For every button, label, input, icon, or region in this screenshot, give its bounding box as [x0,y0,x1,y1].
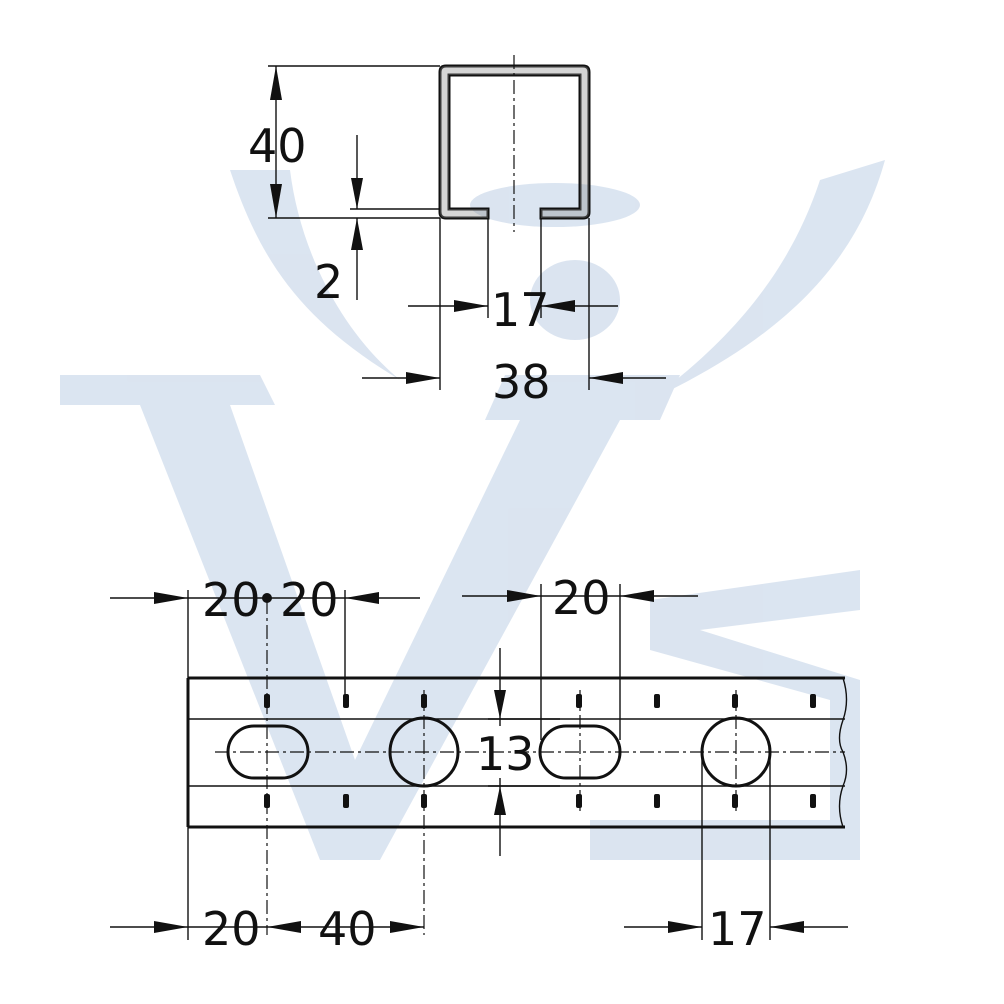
top-slot [654,694,660,708]
diameter-arrow-right [770,921,804,933]
width-arrow-right [589,372,623,384]
bottom-arrow-mid [267,921,301,933]
hole-diameter-label: 17 [708,902,767,956]
top-slot [343,694,349,708]
width-label: 38 [492,355,551,409]
height-arrow-bottom [270,184,282,218]
wall-arrow-top [351,178,363,209]
bottom-arrow-right [390,921,424,933]
bottom-slot [732,794,738,808]
bottom-spacing-label: 40 [318,902,377,956]
top-arrow-left [154,592,188,604]
top-dot [262,593,272,603]
wall-arrow-bottom [351,218,363,250]
width-arrow-left [406,372,440,384]
slot-arrow-left [454,300,488,312]
top-right-arrow-right [620,590,654,602]
watermark-logo [60,160,885,860]
profile-outline [438,64,591,220]
top-pitch-label: 20 [280,573,339,627]
hole-height-arrow-bottom [494,786,506,815]
bottom-slot [654,794,660,808]
hole-height-label: 13 [476,727,535,781]
top-slot [732,694,738,708]
bottom-arrow-left [154,921,188,933]
hole-height-arrow-top [494,690,506,719]
top-arrow-right [345,592,379,604]
slot-width-label: 17 [491,283,550,337]
top-right-pitch-label: 20 [552,571,611,625]
diameter-arrow-left [668,921,702,933]
profile-cross-section: 40 2 17 38 [248,55,666,409]
top-slot [576,694,582,708]
bottom-slot [810,794,816,808]
bottom-slot [343,794,349,808]
top-right-arrow-left [507,590,541,602]
height-arrow-top [270,66,282,100]
slot-arrow-right [541,300,575,312]
bottom-left-offset-label: 20 [202,902,261,956]
height-label: 40 [248,119,307,173]
top-slot [810,694,816,708]
wall-thickness-label: 2 [314,255,343,309]
rail-view: 20 20 20 13 20 40 17 [110,571,848,956]
top-left-offset-label: 20 [202,573,261,627]
oblong-hole [226,724,310,780]
bottom-slot [576,794,582,808]
